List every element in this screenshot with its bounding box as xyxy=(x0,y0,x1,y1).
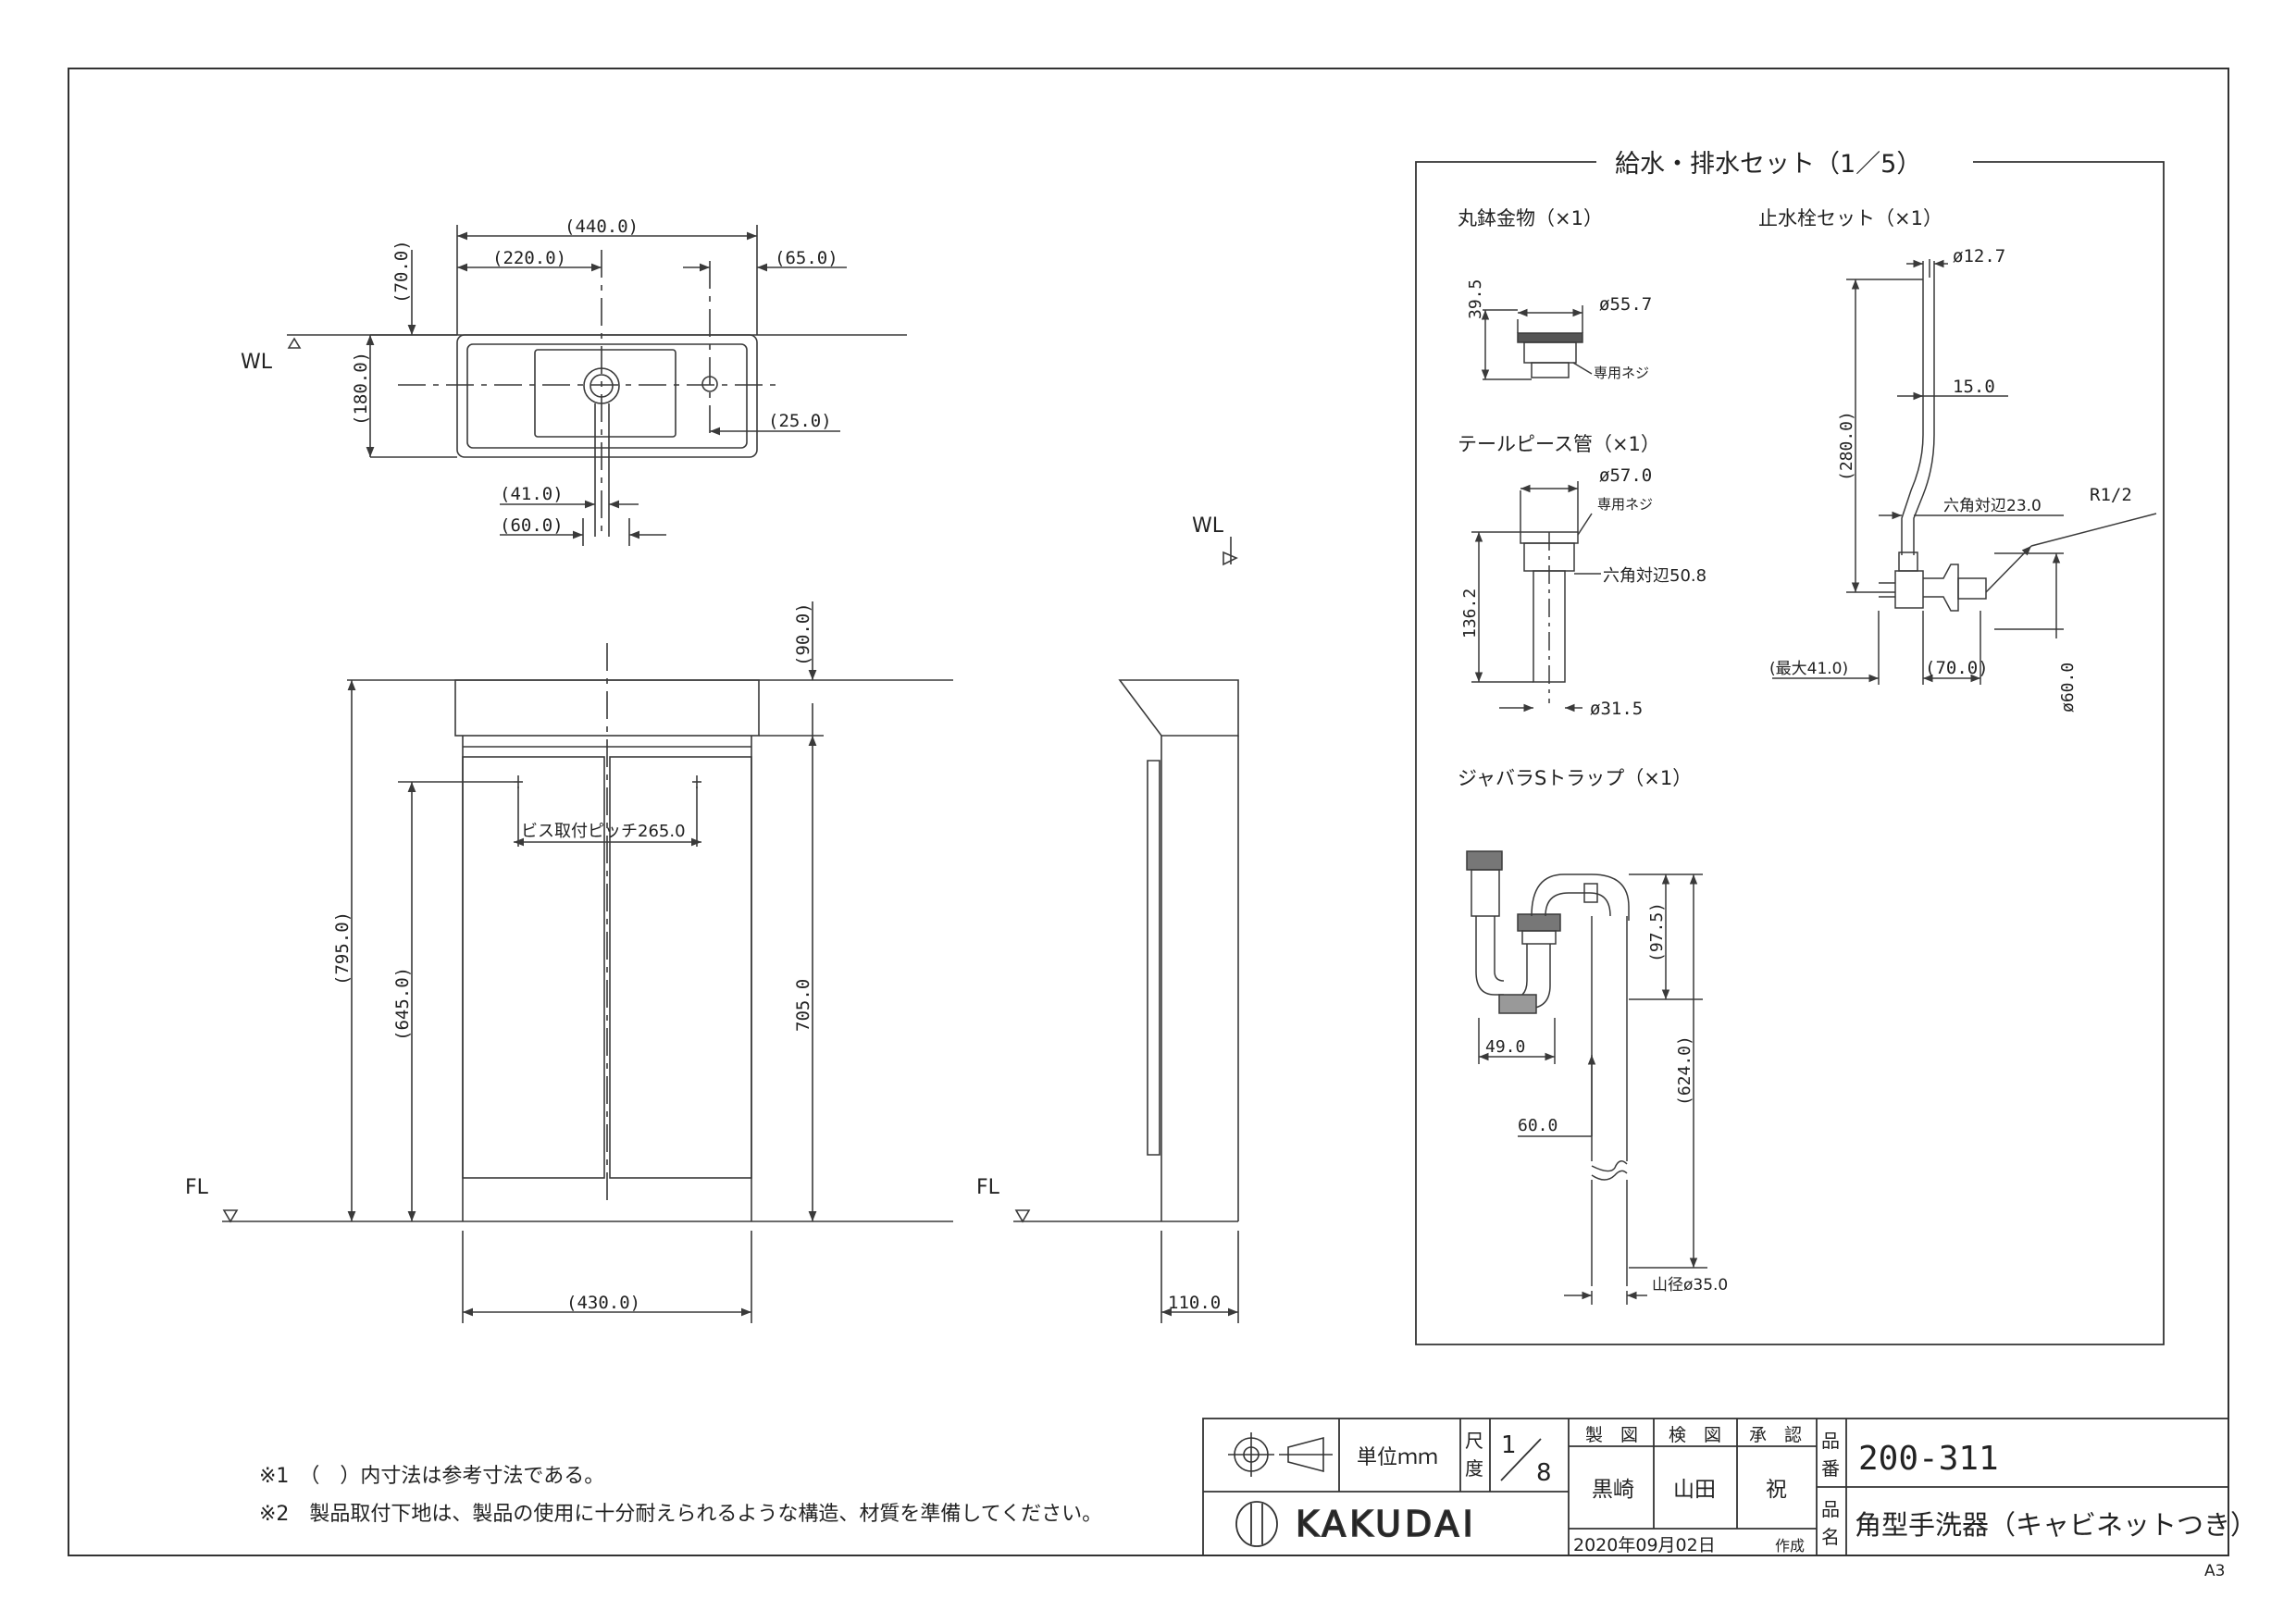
checked-by: 山田 xyxy=(1673,1478,1716,1502)
s-trap-title: ジャバラSトラップ（×1） xyxy=(1458,767,1692,789)
stop-valve-title: 止水栓セット（×1） xyxy=(1758,207,1942,229)
drain-fitting-drawing xyxy=(1481,305,1593,380)
plan-dim-440: (440.0) xyxy=(565,217,639,237)
item-name-label-2: 名 xyxy=(1821,1526,1840,1548)
tailpiece-dia-bottom: ø31.5 xyxy=(1590,699,1643,719)
plan-dim-70: (70.0) xyxy=(391,240,412,304)
s-trap-d60: 60.0 xyxy=(1518,1116,1558,1135)
side-labels: WL FL 110.0 xyxy=(976,514,1224,1313)
plan-view xyxy=(287,225,907,546)
front-view xyxy=(222,601,953,1323)
front-dimension-labels: (90.0) (795.0) (645.0) 705.0 ビス取付ピッチ265.… xyxy=(185,602,813,1313)
s-trap-d624: (624.0) xyxy=(1675,1035,1694,1106)
stop-valve-dia: ø12.7 xyxy=(1953,246,2005,266)
side-wl-label: WL xyxy=(1192,514,1224,538)
front-dim-430: (430.0) xyxy=(566,1293,640,1313)
title-block-text: 単位ｍｍ 尺 度 1 8 製 図 検 図 承 認 黒崎 山田 祝 品 番 200… xyxy=(1295,1425,2257,1580)
s-trap-labels: ジャバラSトラップ（×1） (97.5) (624.0) 49.0 60.0 山… xyxy=(1458,767,1728,1295)
side-fl-label: FL xyxy=(976,1176,1000,1199)
tailpiece-labels: テールピース管（×1） ø57.0 専用ネジ 六角対辺50.8 136.2 ø3… xyxy=(1458,433,1706,719)
parts-box-title: 給水・排水セット（1／5） xyxy=(1615,150,1921,179)
plan-dimension-labels: (440.0) (220.0) (65.0) (70.0) (180.0) (2… xyxy=(241,217,838,536)
side-dim-110: 110.0 xyxy=(1168,1293,1221,1313)
plan-dim-41: (41.0) xyxy=(500,484,564,504)
company-logo xyxy=(1235,1501,1278,1547)
item-number: 200-311 xyxy=(1858,1440,1999,1478)
checked-label: 検 図 xyxy=(1669,1425,1721,1445)
tailpiece-hex: 六角対辺50.8 xyxy=(1603,566,1706,586)
unit-label: 単位ｍｍ xyxy=(1357,1446,1438,1469)
front-fl-label: FL xyxy=(185,1176,209,1199)
stop-valve-d60: ø60.0 xyxy=(2058,663,2078,712)
item-no-label-1: 品 xyxy=(1821,1430,1840,1452)
drain-fitting-labels: 丸鉢金物（×1） 39.5 ø55.7 専用ネジ xyxy=(1458,207,1652,381)
plan-dim-60: (60.0) xyxy=(500,515,564,536)
note-1: ※1 （ ）内寸法は参考寸法である。 xyxy=(259,1465,604,1488)
stop-valve-labels: 止水栓セット（×1） ø12.7 15.0 (280.0) 六角対辺23.0 R… xyxy=(1758,207,2132,712)
stop-valve-max: (最大41.0) xyxy=(1769,660,1848,678)
front-dim-705: 705.0 xyxy=(793,979,813,1032)
item-no-label-2: 番 xyxy=(1821,1457,1840,1480)
plan-dim-65: (65.0) xyxy=(775,248,838,268)
title-block xyxy=(1202,1418,2229,1556)
tailpiece-thread: 専用ネジ xyxy=(1597,496,1653,513)
s-trap-d97: (97.5) xyxy=(1647,902,1667,962)
title-block-symbol xyxy=(1228,1432,1333,1477)
plan-wl-label: WL xyxy=(241,351,273,374)
stop-valve-drawing xyxy=(1772,259,2157,685)
drawn-by: 黒崎 xyxy=(1592,1478,1634,1502)
front-dim-795: (795.0) xyxy=(332,911,353,985)
s-trap-dia: 山径ø35.0 xyxy=(1652,1276,1728,1295)
plan-dim-180: (180.0) xyxy=(351,352,371,426)
tailpiece-dia-top: ø57.0 xyxy=(1599,465,1652,486)
approved-by: 祝 xyxy=(1766,1478,1787,1502)
tailpiece-drawing xyxy=(1471,481,1601,712)
scale-denominator: 8 xyxy=(1536,1459,1552,1487)
s-trap-d49: 49.0 xyxy=(1485,1037,1525,1057)
stop-valve-d70: (70.0) xyxy=(1925,658,1989,678)
parts-box xyxy=(1415,161,2165,1345)
company-name: KAKUDAI xyxy=(1296,1504,1477,1544)
stop-valve-height: (280.0) xyxy=(1837,411,1856,481)
side-view xyxy=(1013,537,1239,1323)
tailpiece-title: テールピース管（×1） xyxy=(1458,433,1660,455)
front-dim-645: (645.0) xyxy=(392,967,413,1041)
scale-label-1: 尺 xyxy=(1465,1430,1483,1452)
drain-fitting-title: 丸鉢金物（×1） xyxy=(1458,207,1603,229)
sheet-border xyxy=(68,68,2229,1556)
front-dim-90: (90.0) xyxy=(793,602,813,666)
stop-valve-hex: 六角対辺23.0 xyxy=(1943,497,2042,515)
item-name: 角型手洗器（キャビネットつき） xyxy=(1855,1509,2257,1541)
item-name-label-1: 品 xyxy=(1821,1498,1840,1520)
drain-fitting-height: 39.5 xyxy=(1466,279,1485,319)
drawn-label: 製 図 xyxy=(1585,1425,1638,1445)
stop-valve-offset: 15.0 xyxy=(1953,377,1995,397)
drain-fitting-dia: ø55.7 xyxy=(1599,294,1652,315)
front-screw-pitch: ビス取付ピッチ265.0 xyxy=(521,822,686,841)
scale-numerator: 1 xyxy=(1501,1431,1517,1459)
sheet-size-label: A3 xyxy=(2204,1562,2225,1580)
scale-label-2: 度 xyxy=(1465,1457,1483,1480)
created-label: 作成 xyxy=(1775,1537,1805,1555)
stop-valve-thread: R1/2 xyxy=(2090,485,2132,505)
plan-dim-25: (25.0) xyxy=(768,411,832,431)
approved-label: 承 認 xyxy=(1749,1425,1802,1445)
drain-fitting-thread: 専用ネジ xyxy=(1594,365,1649,381)
tailpiece-height: 136.2 xyxy=(1460,588,1480,638)
note-2: ※2 製品取付下地は、製品の使用に十分耐えられるような構造、材質を準備してくださ… xyxy=(259,1503,1102,1526)
created-date: 2020年09月02日 xyxy=(1573,1535,1716,1555)
s-trap-drawing xyxy=(1466,850,1707,1305)
plan-dim-220: (220.0) xyxy=(492,248,566,268)
